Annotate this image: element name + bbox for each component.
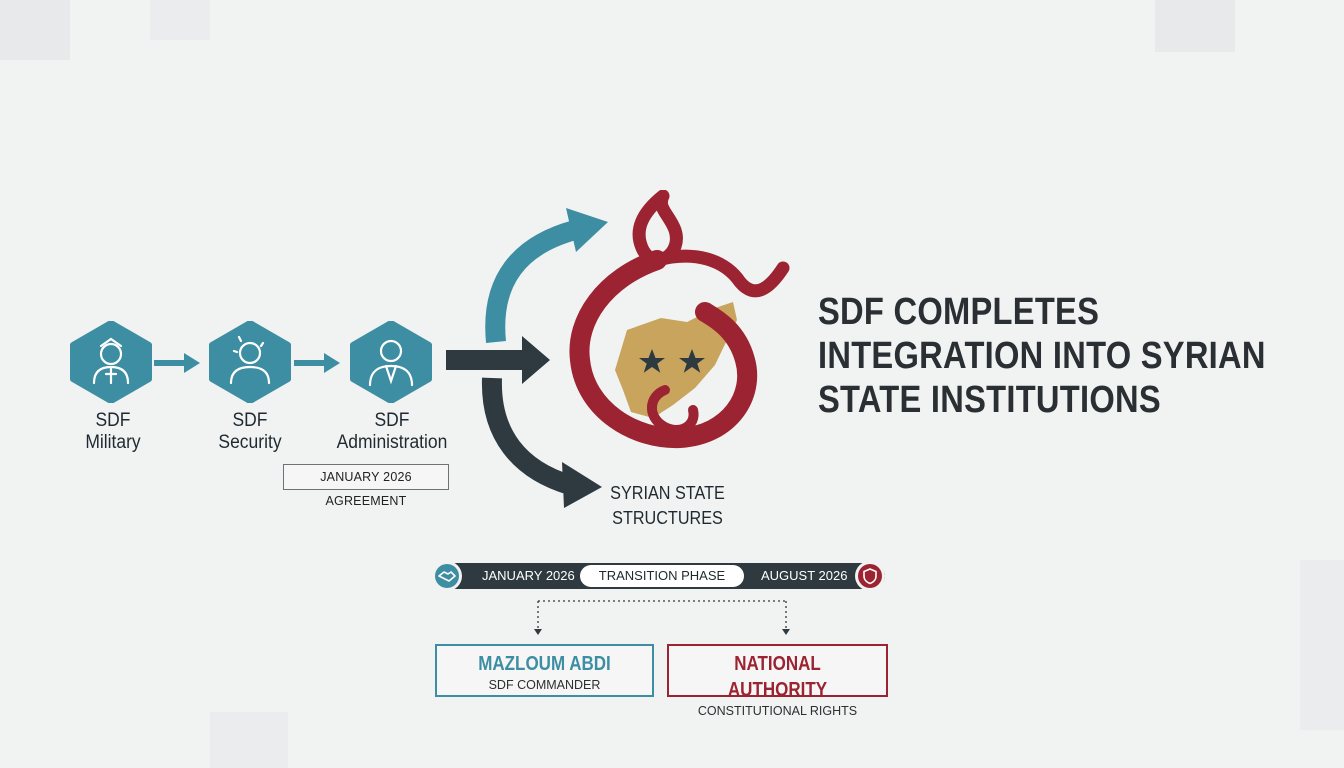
card-title: MAZLOUM ABDI [478, 653, 611, 675]
military-shield-icon [70, 321, 152, 403]
card-mazloum-abdi: MAZLOUM ABDI SDF COMMANDER [435, 644, 654, 697]
handshake-icon [435, 564, 459, 588]
handshake-badge [432, 561, 462, 591]
card-subtitle: CONSTITUTIONAL RIGHTS [697, 704, 858, 718]
node-line1: SDF [232, 410, 268, 431]
flow-arrow-icon [294, 353, 340, 373]
node-line2: Administration [336, 432, 448, 453]
node-label-security: SDF Security [204, 410, 296, 454]
dotted-connector-icon [534, 600, 790, 635]
flow-arrow-icon [154, 353, 200, 373]
merge-arrows-icon [446, 208, 608, 508]
agreement-label: JANUARY 2026 AGREEMENT [283, 464, 449, 508]
timeline-middle: TRANSITION PHASE [580, 565, 744, 587]
background-shape [1155, 0, 1235, 52]
node-label-administration: SDF Administration [331, 410, 452, 454]
syrian-state-label: SYRIAN STATE STRUCTURES [607, 481, 729, 531]
card-subtitle: SDF COMMANDER [488, 678, 601, 692]
node-label-military: SDF Military [70, 410, 156, 454]
headline-line: SDF COMPLETES [818, 291, 1100, 333]
headline: SDF COMPLETES INTEGRATION INTO SYRIAN ST… [818, 290, 1266, 422]
background-shape [1300, 560, 1344, 730]
timeline-start: JANUARY 2026 [482, 568, 575, 583]
syrian-state-emblem-icon [569, 190, 790, 449]
node-line1: SDF [95, 410, 131, 431]
background-shape [210, 712, 288, 768]
timeline-end: AUGUST 2026 [761, 568, 848, 583]
background-shape [0, 0, 70, 60]
card-national-authority: NATIONAL AUTHORITY CONSTITUTIONAL RIGHTS [667, 644, 888, 718]
headline-line: STATE INSTITUTIONS [818, 379, 1161, 421]
card-title: NATIONAL AUTHORITY [727, 653, 828, 701]
background-shape [150, 0, 210, 40]
state-label-line1: SYRIAN STATE [610, 483, 725, 503]
node-line1: SDF [374, 410, 410, 431]
node-line2: Security [218, 432, 282, 453]
shield-icon [858, 564, 882, 588]
shield-badge [855, 561, 885, 591]
timeline-bar: JANUARY 2026 TRANSITION PHASE AUGUST 202… [432, 561, 885, 591]
headline-line: INTEGRATION INTO SYRIAN [818, 335, 1266, 377]
administration-shield-icon [350, 321, 432, 403]
node-line2: Military [85, 432, 141, 453]
security-shield-icon [209, 321, 291, 403]
state-label-line2: STRUCTURES [612, 508, 723, 528]
